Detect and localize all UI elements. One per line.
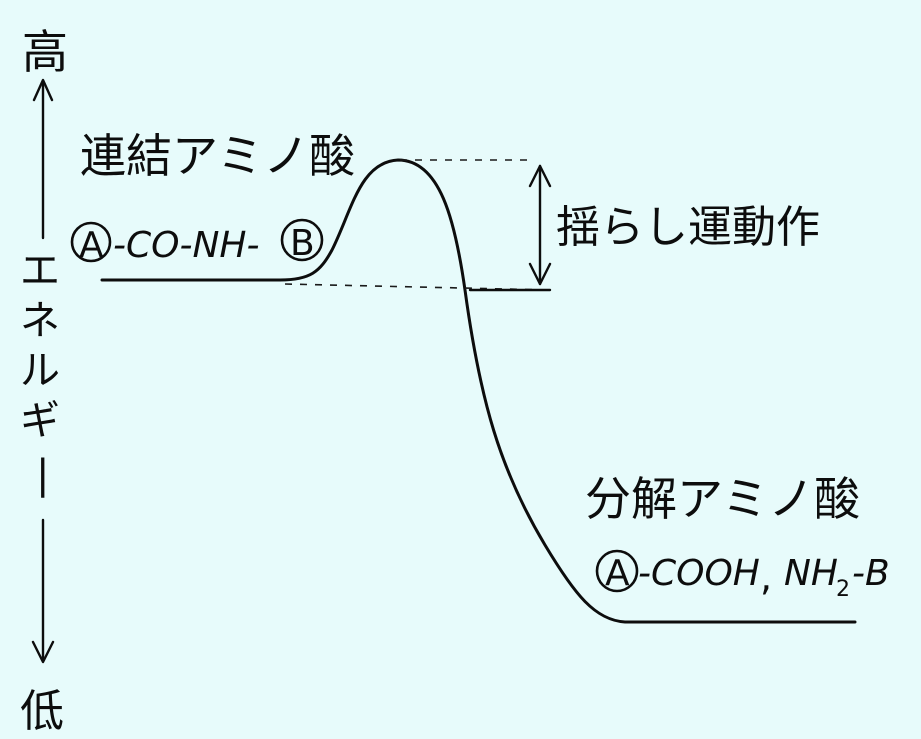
- left-formula: -CO-NH-: [113, 225, 259, 266]
- axis-middle-label-char: エ: [20, 248, 60, 294]
- right-subscript: 2: [836, 577, 850, 602]
- group-a-circle: [595, 549, 639, 593]
- energy-curve: [100, 158, 857, 624]
- left-state: 連結アミノ酸 A -CO-NH- B: [70, 129, 355, 266]
- right-state-title: 分解アミノ酸: [585, 472, 860, 526]
- right-group-a: A: [605, 553, 630, 594]
- axis-middle-label-char: ネ: [20, 298, 60, 344]
- right-formula-2: NH: [784, 553, 838, 594]
- left-state-title: 連結アミノ酸: [80, 129, 355, 183]
- right-formula-3: -B: [852, 553, 890, 594]
- axis-middle-label-char: |: [36, 452, 49, 498]
- axis-middle-label-char: ギ: [20, 398, 60, 444]
- barrier-label: 揺らし運動作: [556, 202, 820, 253]
- axis-top-label: 高: [22, 25, 68, 79]
- axis-middle-label: エ ネ ル ギ |: [20, 248, 60, 498]
- axis-arrow-up-icon: [32, 78, 54, 102]
- group-b-circle: [280, 218, 324, 262]
- energy-axis: 高 エ ネ ル ギ | 低: [20, 25, 68, 737]
- axis-middle-label-char: ル: [20, 348, 60, 394]
- right-separator: ,: [760, 555, 772, 599]
- left-group-b: B: [290, 223, 315, 264]
- activation-arrow: [528, 164, 552, 286]
- arrow-up-icon: [528, 164, 552, 188]
- arrow-down-icon: [528, 262, 552, 286]
- axis-bottom-label: 低: [20, 686, 64, 737]
- left-group-a: A: [79, 225, 104, 266]
- right-state: 分解アミノ酸 A -COOH , NH 2 -B: [585, 472, 890, 602]
- axis-arrow-down-icon: [31, 640, 55, 664]
- right-formula-1: -COOH: [638, 553, 760, 594]
- group-a-circle: [70, 221, 112, 263]
